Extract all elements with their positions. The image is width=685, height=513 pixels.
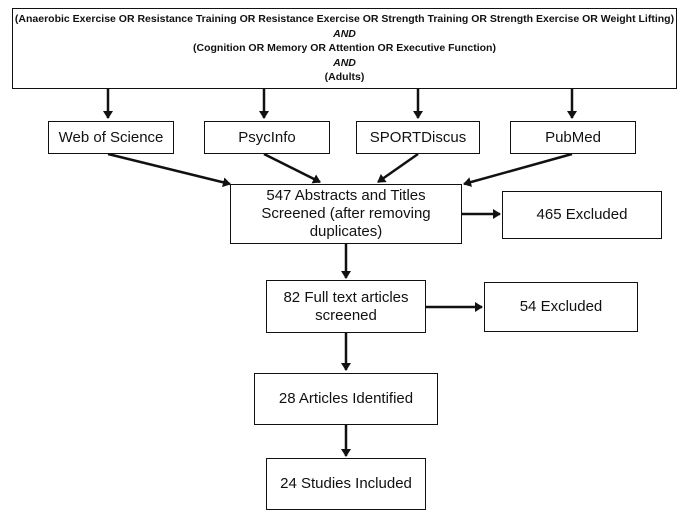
- database-psycinfo: PsycInfo: [204, 121, 330, 154]
- abstracts-line-3: duplicates): [309, 223, 383, 240]
- query-and-operator-2: AND: [333, 56, 356, 69]
- database-pubmed: PubMed: [510, 121, 636, 154]
- fulltext-excluded-box: 54 Excluded: [484, 282, 638, 332]
- arrow-web-of-science-to-abstracts: [107, 152, 231, 188]
- query-line-cognition: (Cognition OR Memory OR Attention OR Exe…: [193, 42, 496, 55]
- fulltext-screened-box: 82 Full text articles screened: [266, 280, 426, 333]
- abstracts-line-2: Screened (after removing: [261, 205, 431, 222]
- search-query-box: (Anaerobic Exercise OR Resistance Traini…: [12, 8, 677, 89]
- arrow-psycinfo-to-abstracts: [263, 152, 321, 184]
- abstracts-line-1: 547 Abstracts and Titles: [266, 187, 426, 204]
- database-sportdiscus: SPORTDiscus: [356, 121, 480, 154]
- abstracts-screened-box: 547 Abstracts and Titles Screened (after…: [230, 184, 462, 244]
- query-and-operator-1: AND: [333, 27, 356, 40]
- arrow-sportdiscus-to-abstracts: [377, 152, 419, 184]
- studies-included-box: 24 Studies Included: [266, 458, 426, 510]
- articles-identified-box: 28 Articles Identified: [254, 373, 438, 425]
- fulltext-line-2: screened: [315, 306, 377, 324]
- arrow-pubmed-to-abstracts: [463, 152, 573, 187]
- database-web-of-science: Web of Science: [48, 121, 174, 154]
- fulltext-line-1: 82 Full text articles: [283, 288, 409, 306]
- query-line-exercise: (Anaerobic Exercise OR Resistance Traini…: [14, 13, 675, 26]
- abstracts-excluded-box: 465 Excluded: [502, 191, 662, 239]
- query-line-adults: (Adults): [324, 71, 365, 84]
